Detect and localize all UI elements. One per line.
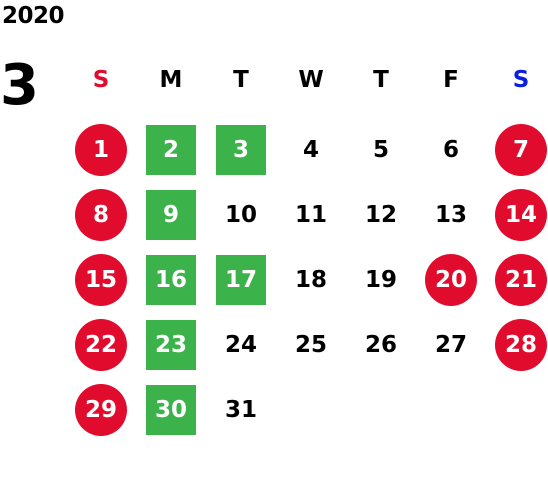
calendar-day-20[interactable]: 20 — [425, 254, 477, 306]
calendar-day-4[interactable]: 4 — [302, 137, 319, 163]
calendar-day-1[interactable]: 1 — [75, 124, 127, 176]
calendar-day-30[interactable]: 30 — [146, 385, 196, 435]
calendar-day-5[interactable]: 5 — [372, 137, 389, 163]
weekday-label-2: T — [233, 67, 249, 93]
calendar-day-16[interactable]: 16 — [146, 255, 196, 305]
calendar-day-18[interactable]: 18 — [294, 267, 327, 293]
calendar-day-26[interactable]: 26 — [364, 332, 397, 358]
calendar-day-8[interactable]: 8 — [75, 189, 127, 241]
weekday-label-0: S — [92, 67, 110, 93]
calendar-day-13[interactable]: 13 — [434, 202, 467, 228]
calendar-day-7[interactable]: 7 — [495, 124, 547, 176]
calendar-day-29[interactable]: 29 — [75, 384, 127, 436]
calendar-day-10[interactable]: 10 — [224, 202, 257, 228]
calendar-day-9[interactable]: 9 — [146, 190, 196, 240]
weekday-label-6: S — [512, 67, 530, 93]
calendar-day-6[interactable]: 6 — [442, 137, 459, 163]
calendar-day-27[interactable]: 27 — [434, 332, 467, 358]
calendar-day-24[interactable]: 24 — [224, 332, 257, 358]
calendar-day-21[interactable]: 21 — [495, 254, 547, 306]
calendar-day-23[interactable]: 23 — [146, 320, 196, 370]
calendar-day-11[interactable]: 11 — [294, 202, 327, 228]
calendar-day-28[interactable]: 28 — [495, 319, 547, 371]
calendar-day-15[interactable]: 15 — [75, 254, 127, 306]
calendar-day-22[interactable]: 22 — [75, 319, 127, 371]
calendar-day-3[interactable]: 3 — [216, 125, 266, 175]
calendar-day-19[interactable]: 19 — [364, 267, 397, 293]
calendar-day-31[interactable]: 31 — [224, 397, 257, 423]
calendar-day-17[interactable]: 17 — [216, 255, 266, 305]
calendar-day-14[interactable]: 14 — [495, 189, 547, 241]
calendar-day-2[interactable]: 2 — [146, 125, 196, 175]
calendar-day-25[interactable]: 25 — [294, 332, 327, 358]
calendar-day-12[interactable]: 12 — [364, 202, 397, 228]
weekday-label-3: W — [298, 67, 324, 93]
weekday-label-4: T — [373, 67, 389, 93]
weekday-label-1: M — [159, 67, 183, 93]
month-label: 3 — [0, 53, 39, 118]
year-label: 2020 — [2, 3, 65, 29]
weekday-label-5: F — [443, 67, 459, 93]
